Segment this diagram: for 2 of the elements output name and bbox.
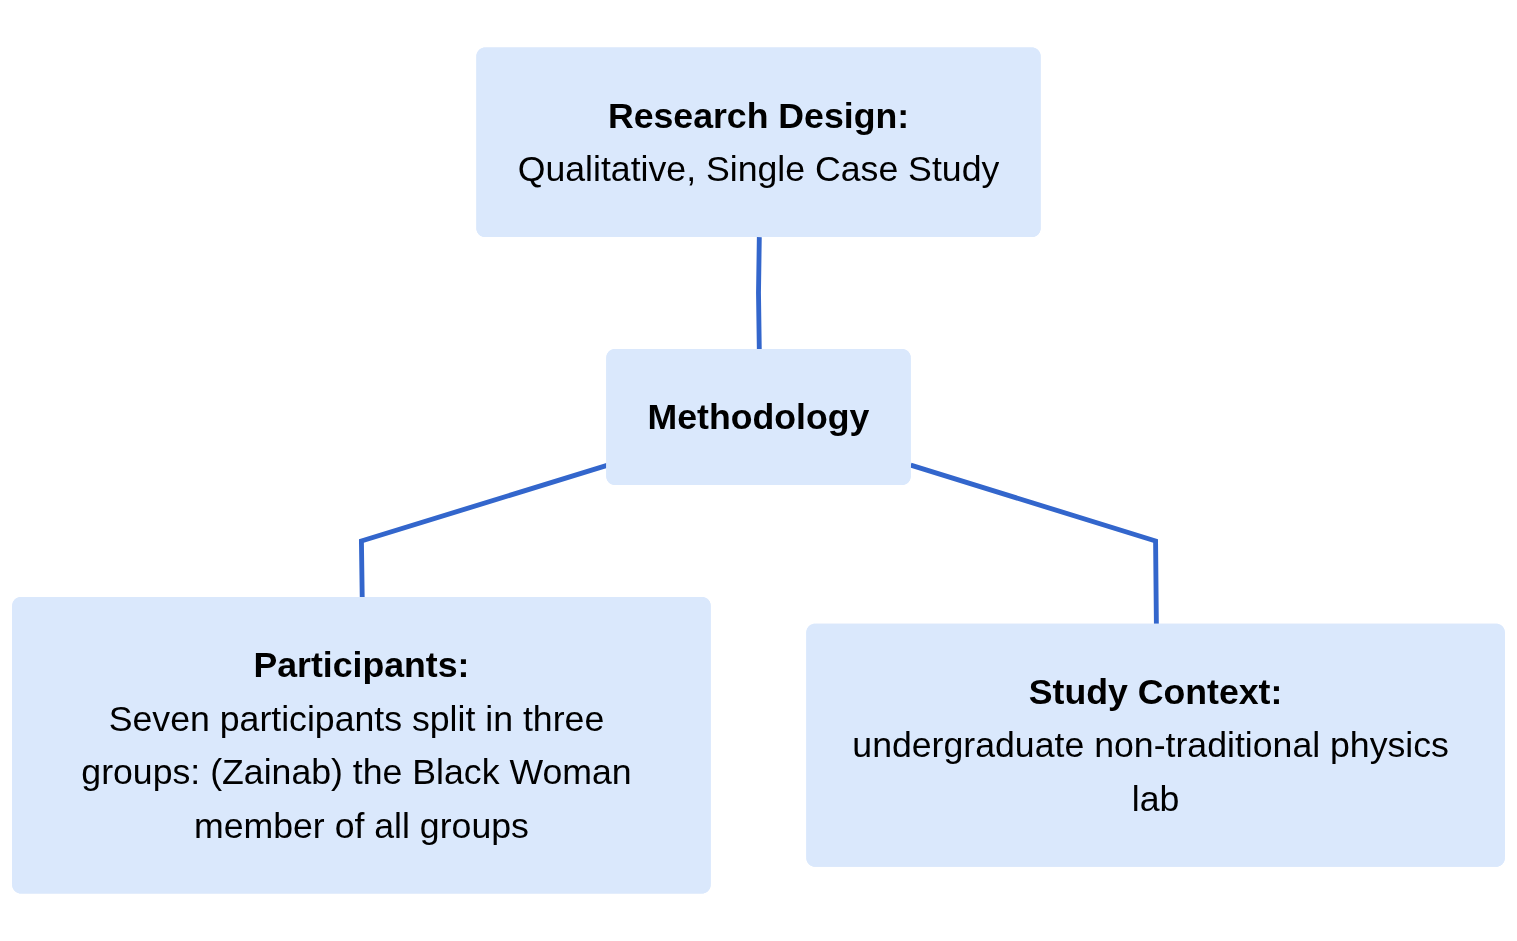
connector <box>910 462 1159 626</box>
connector <box>756 237 762 351</box>
